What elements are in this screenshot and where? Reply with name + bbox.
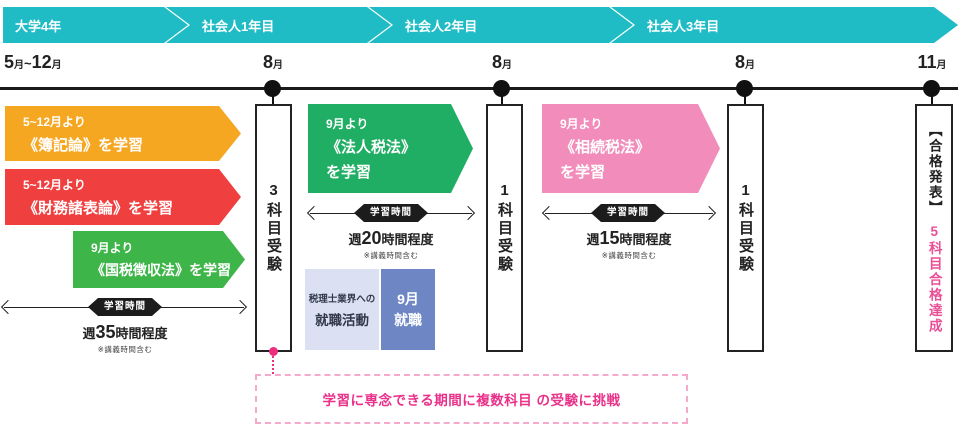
timeline-axis (0, 87, 958, 90)
timeline-stem-1 (272, 88, 274, 105)
study-arrow-corporate-tax: 9月より 《法人税法》 を学習 (308, 104, 473, 193)
callout-text: 学習に専念できる期間に複数科目 の受験に挑戦 (322, 393, 621, 408)
study-hours-note: ※講義時間含む (601, 251, 657, 260)
month-label-aug-2: 8月 (491, 52, 513, 72)
banner-label: 社会人3年目 (647, 18, 720, 34)
timeline-stem-2 (501, 88, 503, 105)
study-arrow-inheritance-tax: 9月より 《相続税法》 を学習 (542, 104, 720, 193)
month-label-nov: 11月 (917, 52, 947, 72)
banner-work-year3: 社会人3年目 (611, 7, 958, 43)
banner-university-year4: 大学4年 (3, 7, 188, 43)
exam-box-3-subjects: 3科目受験 (255, 104, 292, 352)
month-label-aug-1: 8月 (262, 52, 284, 72)
study-arrow-tax-collection: 9月より 《国税徴収法》を学習 (73, 231, 245, 288)
month-label-aug-3: 8月 (734, 52, 756, 72)
study-arrow-financial-statements: 5~12月より 《財務諸表論》を学習 (5, 169, 241, 225)
banner-work-year1: 社会人1年目 (166, 7, 391, 43)
september-employment-box: 9月 就職 (381, 269, 435, 350)
banner-label: 社会人2年目 (405, 18, 478, 34)
study-hours-note: ※講義時間含む (97, 345, 153, 354)
study-time-badge-1: 学習時間 (88, 298, 162, 316)
timeline-stem-3 (744, 88, 746, 105)
callout-connector (272, 356, 274, 374)
exam-box-1-subject-a: 1科目受験 (486, 104, 523, 352)
study-hours-note: ※講義時間含む (363, 251, 419, 260)
study-hours-week35: 週35時間程度 ※講義時間含む (82, 322, 168, 354)
study-hours-week15: 週15時間程度 ※講義時間含む (586, 228, 672, 260)
callout-dot (269, 347, 278, 356)
study-arrow-bookkeeping: 5~12月より 《簿記論》を学習 (5, 106, 241, 161)
study-time-badge-3: 学習時間 (591, 204, 665, 222)
banner-label: 社会人1年目 (202, 18, 275, 34)
month-label-range: 5月~12月 (4, 52, 62, 72)
banner-work-year2: 社会人2年目 (369, 7, 633, 43)
job-hunting-box: 税理士業界への 就職活動 (305, 269, 379, 350)
banner-label: 大学4年 (15, 18, 62, 34)
result-box-pass-announcement: 【合格発表】5科目合格達成 (915, 104, 953, 352)
study-hours-week20: 週20時間程度 ※講義時間含む (348, 228, 434, 260)
exam-box-1-subject-b: 1科目受験 (727, 104, 764, 352)
timeline-stem-4 (931, 88, 933, 105)
callout-box: 学習に専念できる期間に複数科目 の受験に挑戦 (255, 374, 688, 424)
study-time-badge-2: 学習時間 (354, 204, 428, 222)
